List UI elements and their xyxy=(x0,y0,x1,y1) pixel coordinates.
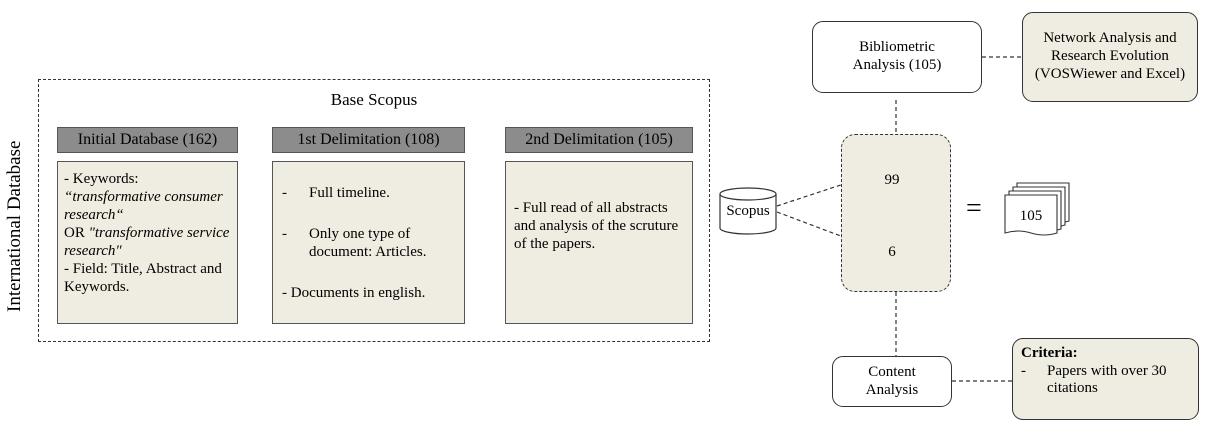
stage-1-or-word: OR xyxy=(64,225,89,241)
stage-3-text: - Full read of all abstracts and analysi… xyxy=(514,200,679,252)
stage-2-bullet-1: - xyxy=(282,185,287,201)
document-count-99: 99 xyxy=(884,172,900,188)
stage-1-header: Initial Database (162) xyxy=(57,127,238,153)
stage-3-header: 2nd Delimitation (105) xyxy=(505,127,693,153)
content-analysis-box: Content Analysis xyxy=(832,356,952,407)
stage-1-line-or: OR "transformative service research" xyxy=(64,224,231,260)
document-count-105: 105 xyxy=(1019,208,1043,224)
stage-3-body: - Full read of all abstracts and analysi… xyxy=(505,161,693,324)
stage-2-item-1: Full timeline. xyxy=(309,185,390,201)
criteria-box: Criteria: - Papers with over 30 citation… xyxy=(1012,338,1199,420)
base-scopus-frame xyxy=(38,79,710,342)
database-cylinder-icon xyxy=(719,187,777,235)
stage-1-line-field: - Field: Title, Abstract and Keywords. xyxy=(64,261,222,295)
scopus-label: Scopus xyxy=(726,203,770,219)
bibliometric-analysis-box: Bibliometric Analysis (105) xyxy=(812,21,982,93)
equals-sign: = xyxy=(966,193,982,224)
document-stack-icon-result xyxy=(1004,182,1070,236)
criteria-item-text: Papers with over 30 citations xyxy=(1047,362,1167,397)
stage-1-body: - Keywords: “transformative consumer res… xyxy=(57,161,238,324)
document-count-6: 6 xyxy=(888,244,896,260)
criteria-item: - Papers with over 30 citations xyxy=(1021,363,1190,398)
content-analysis-label: Content Analysis xyxy=(865,363,919,398)
stage-2-body: - Full timeline. - Only one type of docu… xyxy=(272,161,465,324)
stage-2-header: 1st Delimitation (108) xyxy=(272,127,465,153)
stage-1-line-keyword-1: “transformative consumer research“ xyxy=(64,189,223,223)
stage-2-item-3: - Documents in english. xyxy=(282,285,426,301)
network-analysis-label: Network Analysis and Research Evolution … xyxy=(1034,30,1186,82)
base-scopus-title: Base Scopus xyxy=(330,90,418,109)
connector-scopus-to-top-doc xyxy=(776,177,863,207)
documents-group-box xyxy=(841,134,951,292)
criteria-title: Criteria: xyxy=(1021,345,1078,361)
bibliometric-analysis-label: Bibliometric Analysis (105) xyxy=(852,39,942,73)
stage-2-item-2: Only one type of document: Articles. xyxy=(309,226,427,260)
connector-scopus-to-bottom-doc xyxy=(776,211,863,245)
stage-2-bullet-2: - xyxy=(282,226,287,242)
stage-1-line-keywords: - Keywords: xyxy=(64,171,139,187)
international-database-label: International Database xyxy=(4,140,25,312)
stage-1-line-keyword-2: "transformative service research" xyxy=(64,225,230,259)
network-analysis-box: Network Analysis and Research Evolution … xyxy=(1022,12,1198,102)
criteria-bullet: - xyxy=(1021,362,1026,379)
